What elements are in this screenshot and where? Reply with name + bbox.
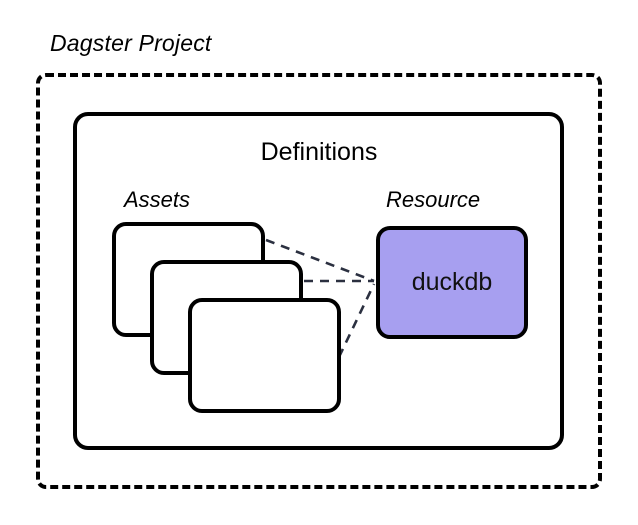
resource-node-duckdb[interactable]: duckdb bbox=[376, 226, 528, 339]
resource-node-label: duckdb bbox=[411, 268, 493, 296]
project-label: Dagster Project bbox=[50, 30, 212, 56]
resource-group-label: Resource bbox=[386, 187, 481, 212]
definitions-label: Definitions bbox=[260, 138, 378, 166]
assets-group-label: Assets bbox=[124, 187, 191, 212]
asset-card[interactable] bbox=[188, 298, 341, 413]
project-boundary bbox=[36, 73, 602, 489]
